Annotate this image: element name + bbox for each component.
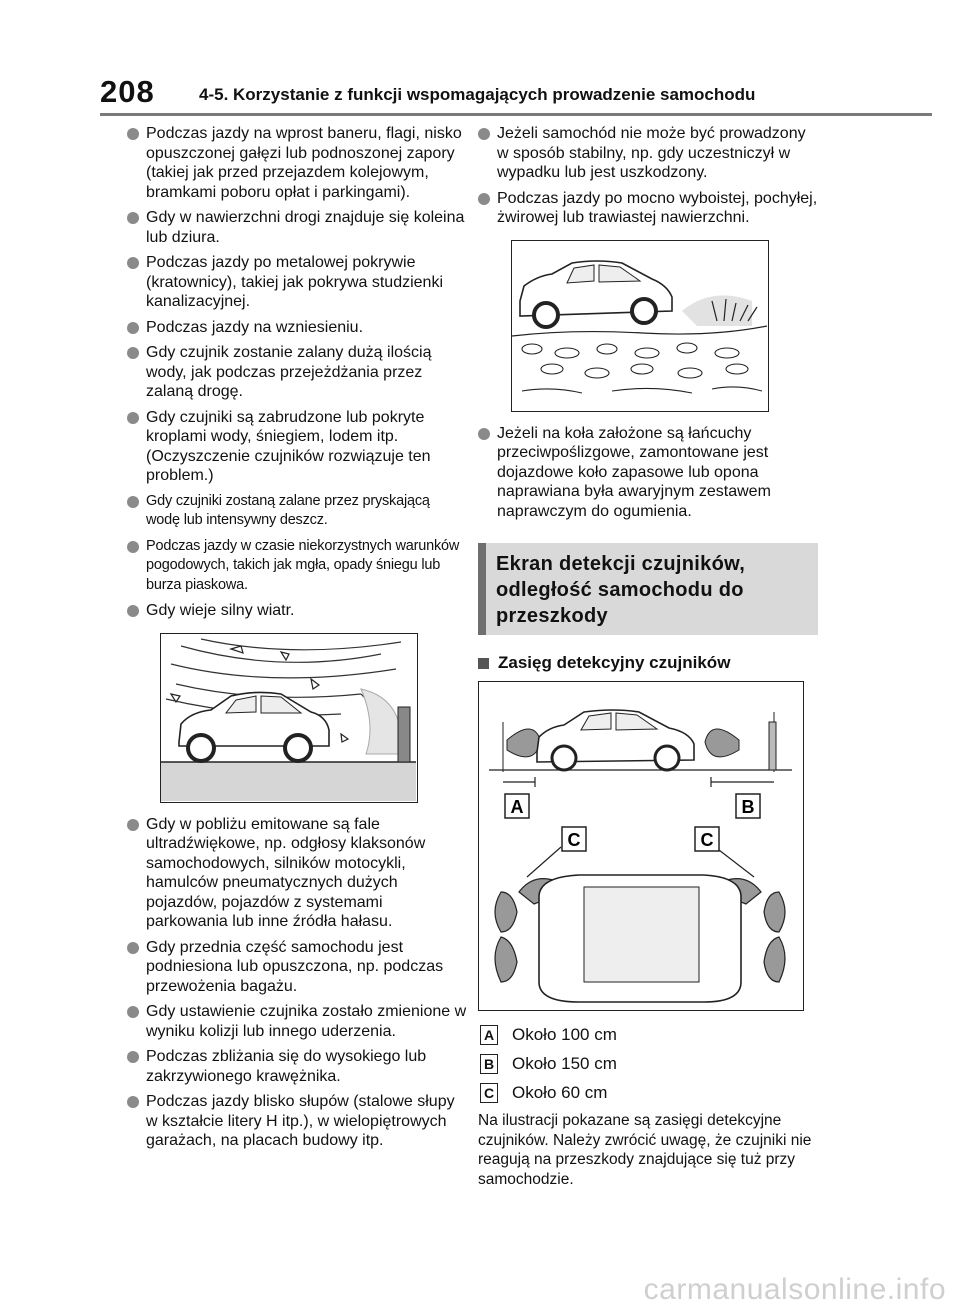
rough-road-illustration (511, 239, 769, 412)
right-column: Jeżeli samochód nie może być prowadzony … (478, 124, 818, 1189)
legend-row-a: A Około 100 cm (478, 1025, 818, 1045)
list-item: Gdy czujniki zostaną zalane przez pryska… (127, 492, 467, 531)
list-item: Podczas jazdy blisko słupów (stalowe słu… (127, 1092, 467, 1151)
list-item: Gdy czujnik zostanie zalany dużą ilością… (127, 343, 467, 402)
sensor-range-diagram: A B C C (478, 681, 804, 1011)
legend-text: Około 100 cm (512, 1025, 617, 1044)
legend-key: C (480, 1083, 498, 1103)
condition-list-right: Jeżeli samochód nie może być prowadzony … (478, 124, 818, 228)
page-number: 208 (100, 74, 155, 109)
legend: A Około 100 cm B Około 150 cm C Około 60… (478, 1025, 818, 1103)
list-item: Gdy czujniki są zabrudzone lub pokryte k… (127, 408, 467, 486)
list-item: Gdy ustawienie czujnika zostało zmienion… (127, 1002, 467, 1041)
square-bullet-icon (478, 657, 489, 669)
section-heading-box: Ekran detekcji czujników, odległość samo… (478, 543, 818, 635)
label-a: A (511, 797, 524, 817)
condition-list-right-continued: Jeżeli na koła założone są łańcuchy prze… (478, 424, 818, 522)
list-item: Podczas jazdy na wzniesieniu. (127, 318, 467, 338)
header-divider (100, 113, 932, 116)
chapter-title: 4-5. Korzystanie z funkcji wspomagającyc… (199, 85, 756, 104)
list-item: Podczas jazdy po mocno wyboistej, pochył… (478, 189, 818, 228)
list-item: Podczas jazdy w czasie niekorzystnych wa… (127, 537, 467, 596)
list-item: Gdy wieje silny wiatr. (127, 601, 467, 621)
legend-key: A (480, 1025, 498, 1045)
legend-row-b: B Około 150 cm (478, 1054, 818, 1074)
page-header: 208 4-5. Korzystanie z funkcji wspomagaj… (100, 74, 932, 114)
legend-text: Około 60 cm (512, 1083, 608, 1102)
condition-list-continued: Gdy w pobliżu emitowane są fale ultradźw… (127, 815, 467, 1151)
subsection-title: Zasięg detekcyjny czujników (498, 653, 731, 672)
list-item: Podczas zbliżania się do wysokiego lub z… (127, 1047, 467, 1086)
label-b: B (742, 797, 755, 817)
list-item: Gdy w nawierzchni drogi znajduje się kol… (127, 208, 467, 247)
list-item: Jeżeli samochód nie może być prowadzony … (478, 124, 818, 183)
list-item: Jeżeli na koła założone są łańcuchy prze… (478, 424, 818, 522)
legend-text: Około 150 cm (512, 1054, 617, 1073)
legend-row-c: C Około 60 cm (478, 1083, 818, 1103)
wind-illustration (160, 632, 418, 803)
list-item: Gdy w pobliżu emitowane są fale ultradźw… (127, 815, 467, 932)
watermark: carmanualsonline.info (643, 1273, 946, 1306)
list-item: Gdy przednia część samochodu jest podnie… (127, 938, 467, 997)
label-c-right: C (701, 830, 714, 850)
list-item: Podczas jazdy po metalowej pokrywie (kra… (127, 253, 467, 312)
label-c-left: C (568, 830, 581, 850)
list-item: Podczas jazdy na wprost baneru, flagi, n… (127, 124, 467, 202)
subsection-heading: Zasięg detekcyjny czujników (478, 653, 818, 673)
legend-key: B (480, 1054, 498, 1074)
section-title: Ekran detekcji czujników, odległość samo… (496, 553, 746, 627)
left-column: Podczas jazdy na wprost baneru, flagi, n… (127, 124, 467, 1157)
condition-list: Podczas jazdy na wprost baneru, flagi, n… (127, 124, 467, 621)
detection-note: Na ilustracji pokazane są zasięgi detekc… (478, 1112, 812, 1188)
